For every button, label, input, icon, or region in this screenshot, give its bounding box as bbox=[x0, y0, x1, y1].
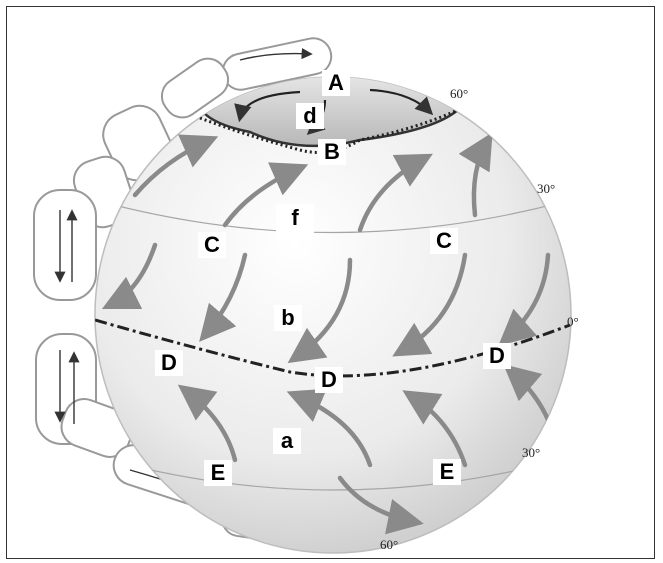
label-B: B bbox=[318, 139, 346, 165]
latitude-label-60n: 60° bbox=[450, 86, 468, 102]
label-E-left: E bbox=[204, 460, 232, 486]
label-D-left: D bbox=[155, 350, 183, 376]
latitude-label-60s: 60° bbox=[380, 537, 398, 553]
label-C-right: C bbox=[430, 228, 458, 254]
label-b: b bbox=[274, 305, 302, 331]
cell-loop-mid bbox=[34, 190, 96, 300]
label-f: f bbox=[276, 204, 314, 240]
latitude-label-30s: 30° bbox=[522, 445, 540, 461]
label-a: a bbox=[273, 428, 301, 454]
label-d: d bbox=[296, 103, 324, 129]
latitude-label-30n: 30° bbox=[537, 181, 555, 197]
latitude-label-0: 0° bbox=[567, 314, 579, 330]
label-D-right: D bbox=[483, 343, 511, 369]
label-D-center: D bbox=[315, 367, 343, 393]
label-A: A bbox=[322, 70, 350, 96]
label-E-right: E bbox=[433, 459, 461, 485]
label-C-left: C bbox=[198, 232, 226, 258]
